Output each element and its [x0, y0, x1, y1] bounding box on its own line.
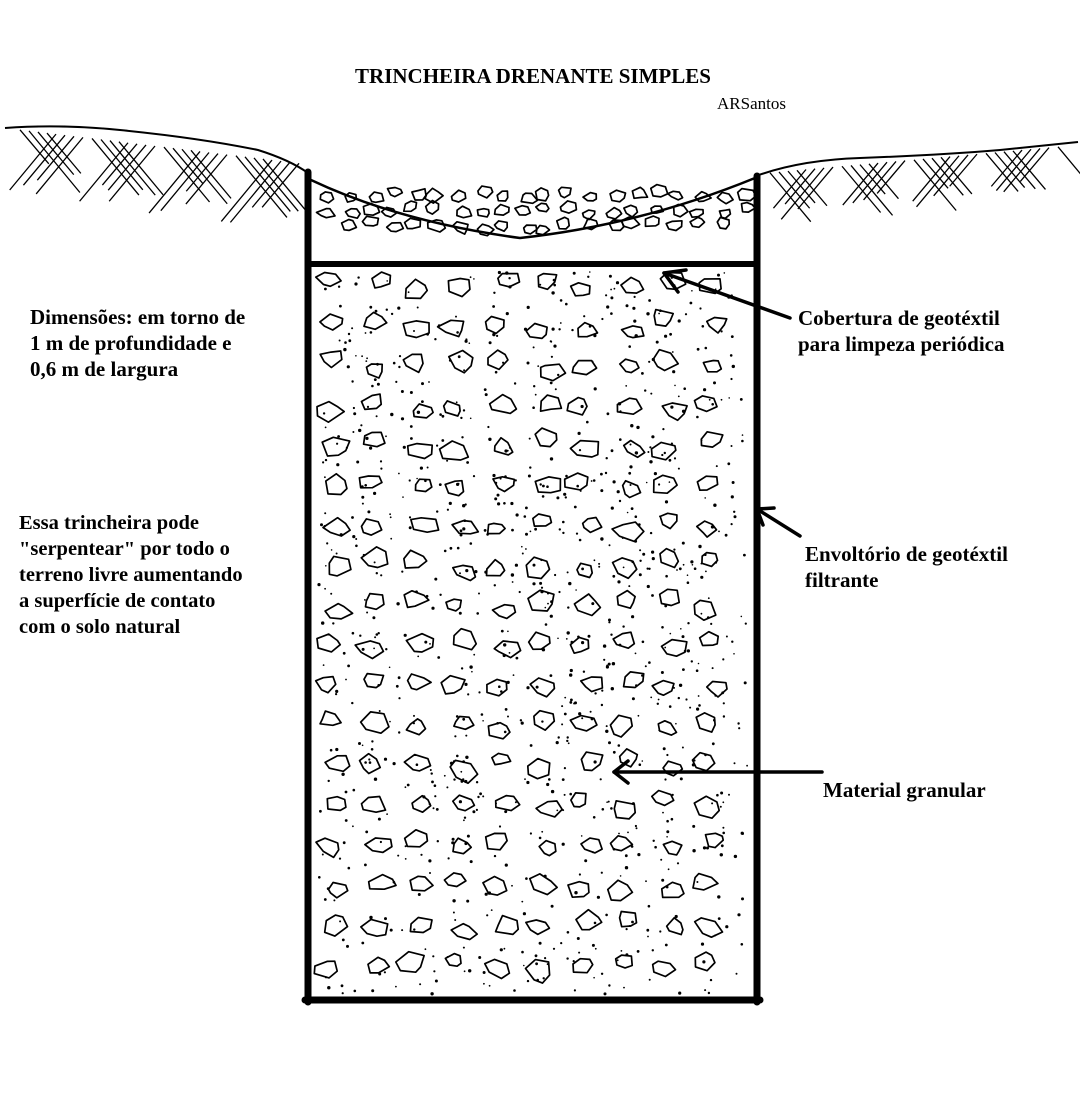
soil-hatching-right [769, 146, 1080, 223]
serpentine-note: Essa trincheira pode "serpentear" por to… [19, 512, 243, 638]
diagram-title: TRINCHEIRA DRENANTE SIMPLES [355, 64, 711, 88]
granular-material-fill [313, 183, 757, 996]
author-credit: ARSantos [717, 94, 786, 113]
trench-outline [301, 168, 764, 1006]
arrow-granular [612, 759, 824, 785]
surface-depression-curve [309, 176, 757, 240]
soil-hatching-left [9, 129, 307, 223]
ground-surface [4, 125, 1080, 223]
callout-arrows [612, 268, 824, 785]
arrow-cover [662, 268, 792, 320]
geotextile-cover-label: Cobertura de geotéxtil para limpeza peri… [798, 306, 1005, 356]
dimensions-note: Dimensões: em torno de 1 m de profundida… [30, 305, 246, 381]
geotextile-envelope-label: Envoltório de geotéxtil filtrante [805, 542, 1008, 592]
granular-material-label: Material granular [823, 778, 986, 802]
arrow-envelope [755, 506, 802, 538]
granular-stones [313, 183, 757, 984]
